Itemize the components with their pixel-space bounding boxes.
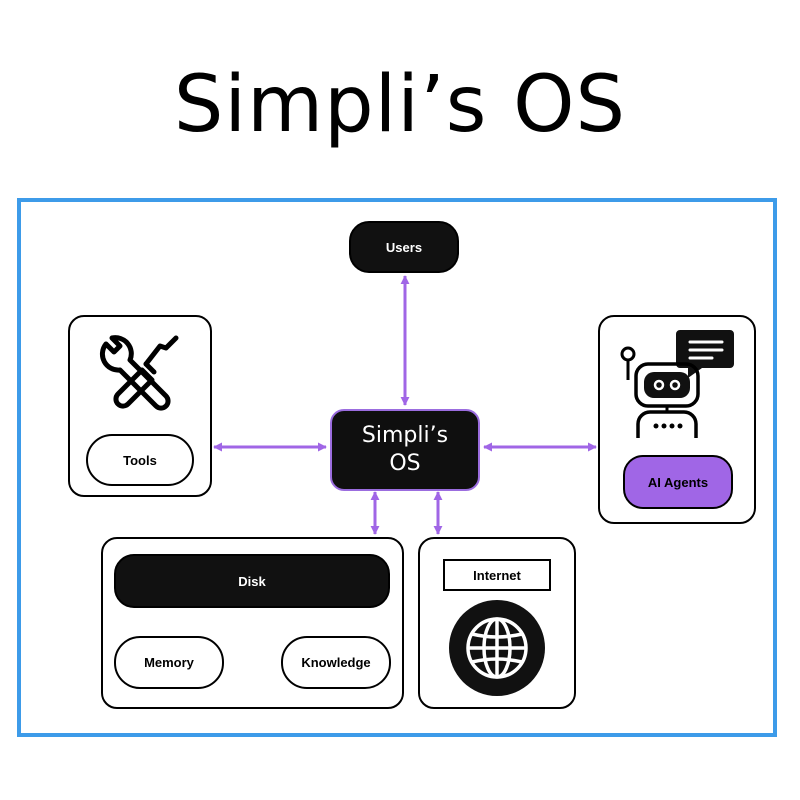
memory-node: Memory	[114, 636, 224, 689]
disk-node: Disk	[114, 554, 390, 608]
diagram-title: Simpli’s OS	[173, 60, 627, 150]
wrench-screwdriver-icon	[99, 335, 179, 411]
core-label-line2: OS	[389, 451, 421, 476]
diagram-frame	[17, 198, 777, 737]
knowledge-node: Knowledge	[281, 636, 391, 689]
internet-node: Internet	[443, 559, 551, 591]
users-node: Users	[349, 221, 459, 273]
robot-chat-icon	[620, 330, 734, 438]
globe-icon	[449, 600, 545, 696]
ai-agents-node: AI Agents	[623, 455, 733, 509]
tools-node: Tools	[86, 434, 194, 486]
simplis-os-core: Simpli’s OS	[330, 409, 480, 491]
core-label-line1: Simpli’s	[361, 423, 449, 448]
